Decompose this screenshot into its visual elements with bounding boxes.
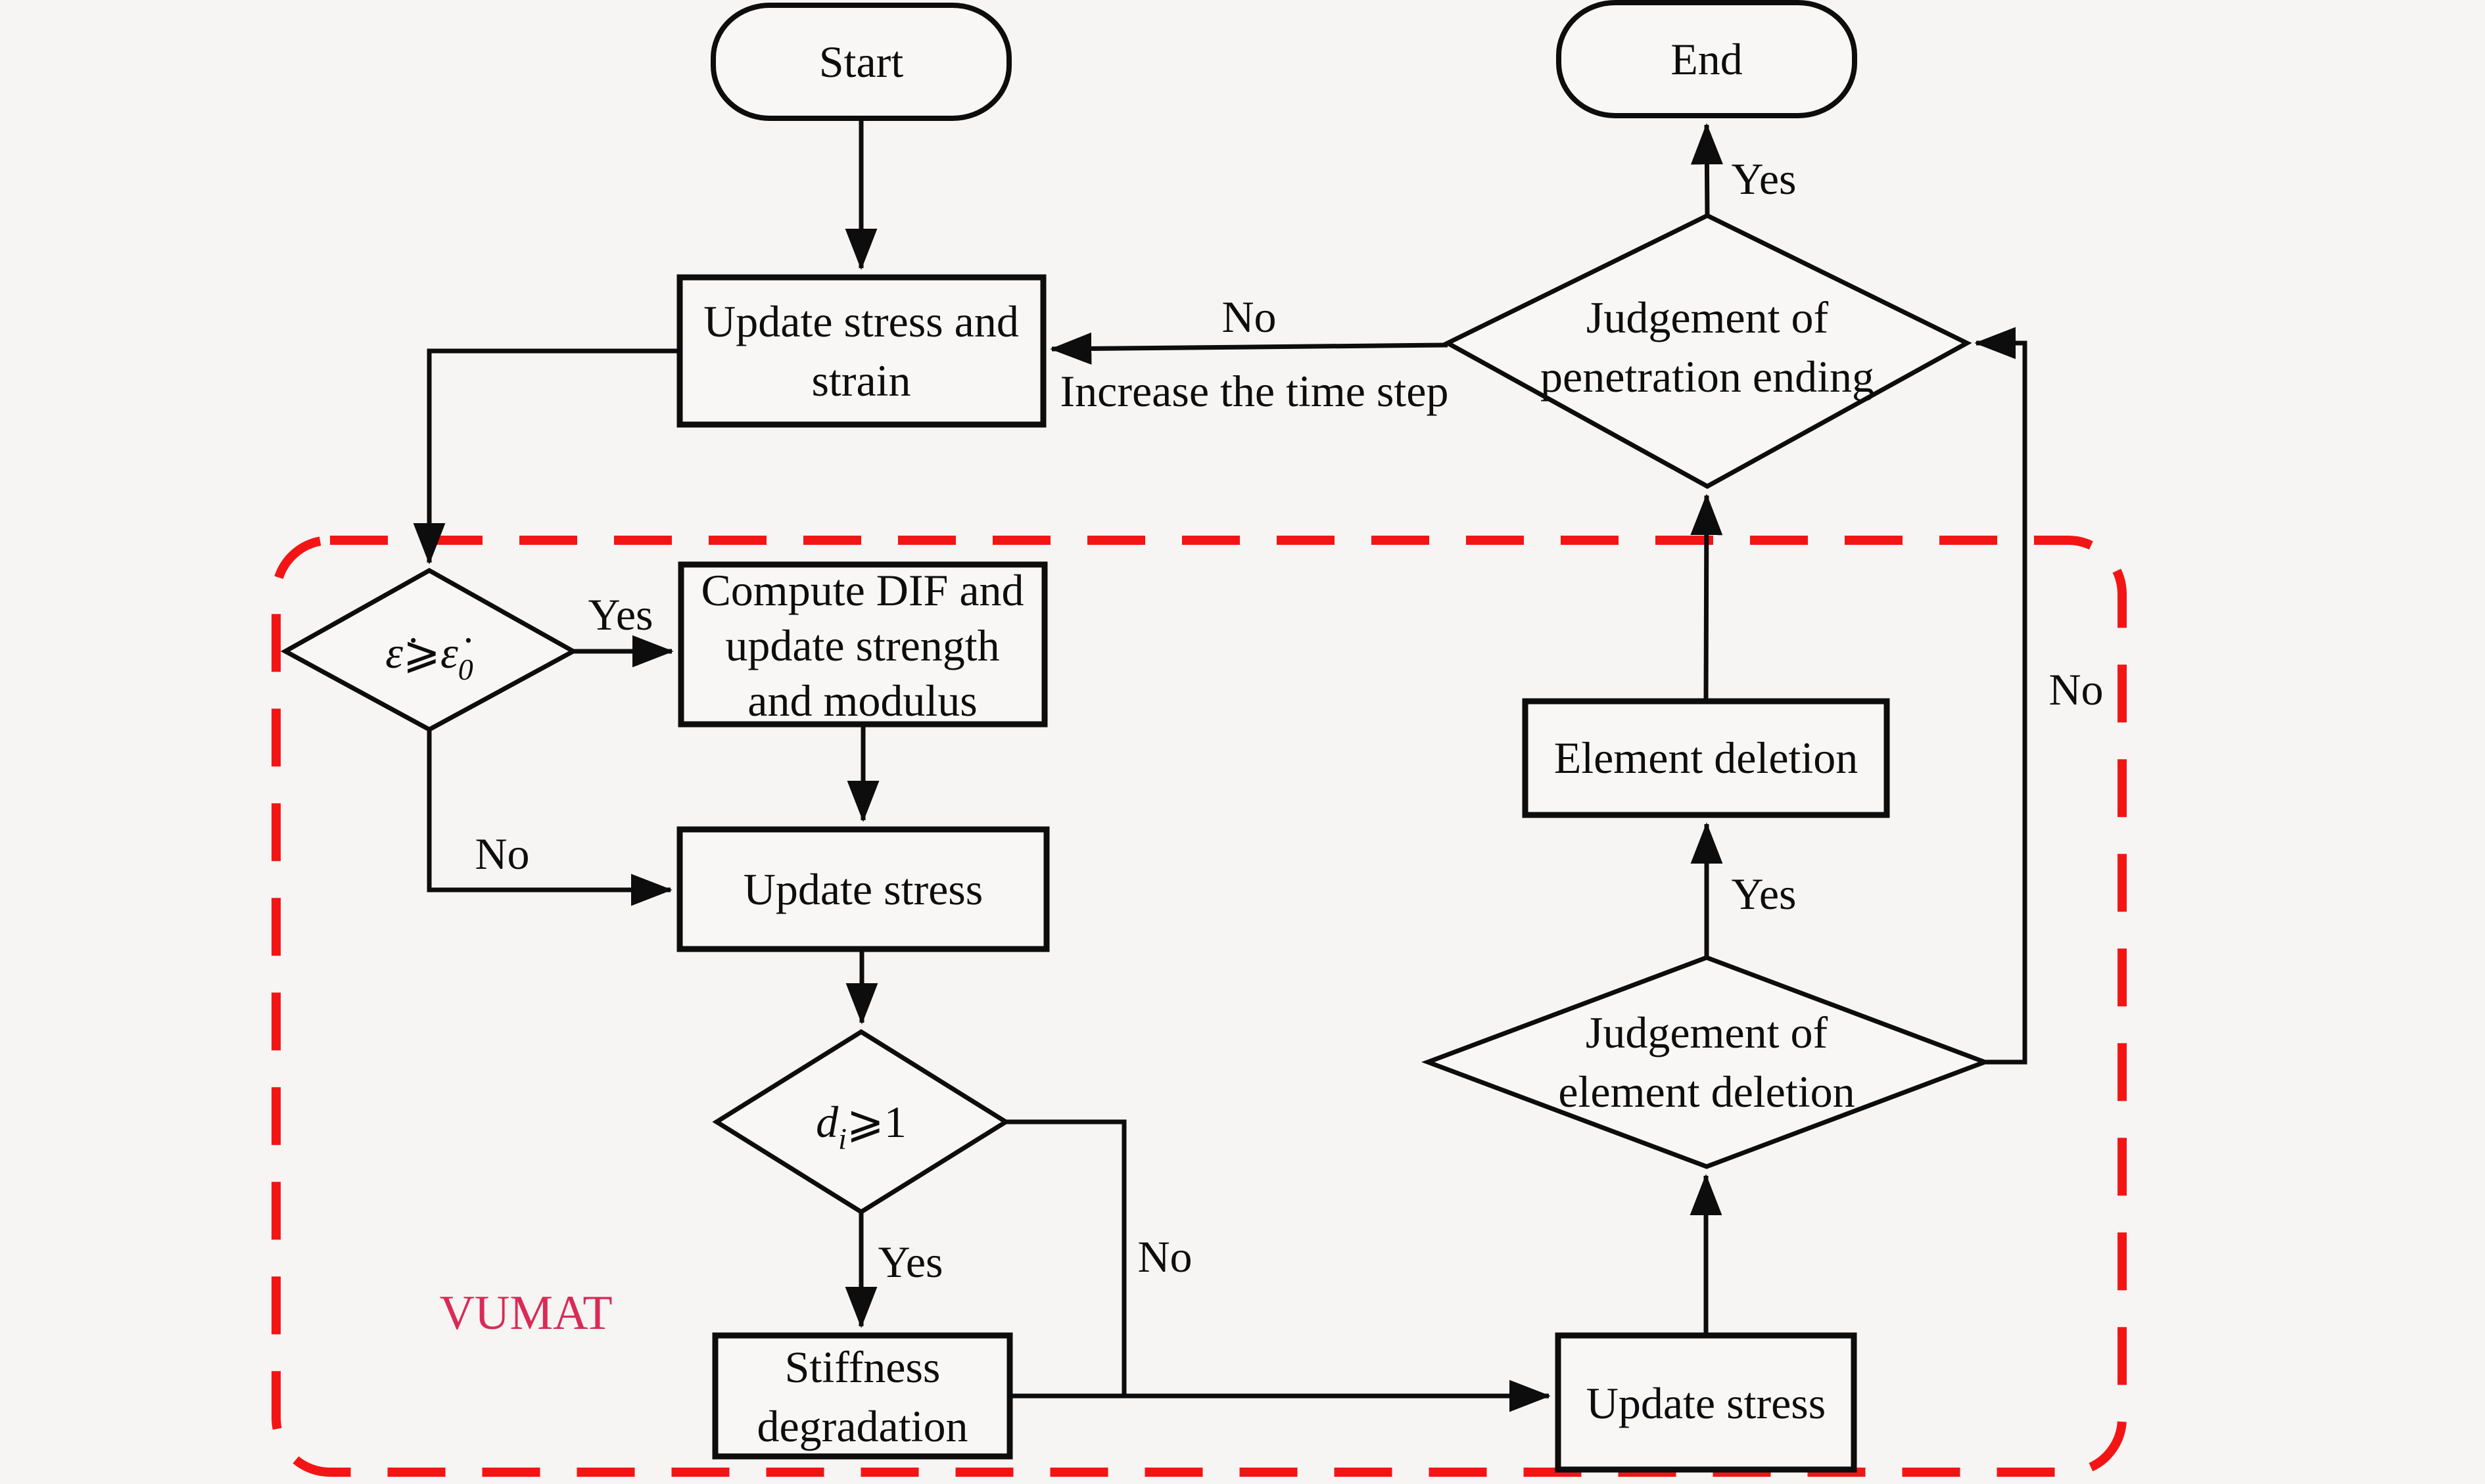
label-penetration-no: No [1221, 292, 1276, 342]
stiffness-degradation-line1: Stiffness [785, 1342, 941, 1392]
edge-strain-no [427, 730, 673, 906]
update-stress-right-shape [1555, 1332, 1857, 1473]
edge-penetration-no [1050, 332, 1448, 365]
label-damage-no: No [1137, 1232, 1192, 1282]
edge-damage-no [1006, 1119, 1127, 1396]
update-stress-right-label: Update stress [1586, 1378, 1826, 1428]
strain-rate-subscript: 0 [458, 653, 473, 686]
damage-variable: d [816, 1097, 839, 1147]
update-stress-left-shape [676, 826, 1050, 952]
compute-dif-shape [678, 561, 1048, 728]
element-deletion-shape [1522, 698, 1890, 818]
edge-deletion-no [1974, 327, 2027, 1065]
end-node-shape [1556, 0, 1857, 118]
start-node: Start [711, 3, 1012, 121]
compute-dif-line2: update strength [725, 620, 999, 670]
strain-rate-check-label: ε̇⩾ε̇0 [385, 628, 473, 686]
element-deletion-judgement-line2: element deletion [1558, 1067, 1855, 1117]
damage-check-shape [712, 1029, 1010, 1215]
label-increase-time-step: Increase the time step [1060, 366, 1449, 416]
update-stress-left-label: Update stress [744, 864, 983, 914]
stiffness-degradation-shape [712, 1332, 1013, 1460]
edge-element-deletion-to-penetration-check [1690, 494, 1723, 702]
vumat-region-outline [272, 536, 2127, 1477]
element-deletion-judgement-line1: Judgement of [1586, 1008, 1828, 1057]
edge-update-to-strain-check [413, 348, 680, 565]
end-node: End [1556, 0, 1857, 118]
label-deletion-yes: Yes [1732, 869, 1797, 919]
strain-rate-check-node: ε̇⩾ε̇0 [280, 567, 579, 732]
compute-dif-line3: and modulus [747, 676, 977, 726]
update-stress-strain-node: Update stress and strain [676, 274, 1047, 428]
strain-rate-expression: ε̇⩾ε̇ [385, 628, 471, 678]
damage-check-node: di⩾1 [712, 1029, 1010, 1215]
stiffness-degradation-node: Stiffness degradation [712, 1332, 1013, 1460]
penetration-judgement-line1: Judgement of [1586, 292, 1829, 342]
strain-rate-check-shape [280, 567, 579, 732]
start-node-label: Start [819, 37, 904, 87]
damage-subscript: i [838, 1122, 847, 1155]
label-deletion-no: No [2048, 664, 2103, 714]
update-stress-strain-line2: strain [811, 356, 911, 406]
vumat-region-label: VUMAT [439, 1286, 612, 1340]
end-node-label: End [1670, 34, 1743, 84]
update-stress-right-node: Update stress [1555, 1332, 1857, 1473]
update-stress-left-node: Update stress [676, 826, 1050, 952]
label-strain-no: No [475, 829, 529, 879]
update-stress-strain-shape [676, 274, 1047, 428]
label-strain-yes: Yes [588, 590, 653, 639]
update-stress-strain-line1: Update stress and [703, 296, 1019, 346]
compute-dif-node: Compute DIF and update strength and modu… [678, 561, 1048, 728]
label-penetration-yes: Yes [1732, 154, 1797, 204]
penetration-judgement-shape [1442, 213, 1972, 489]
element-deletion-label: Element deletion [1554, 733, 1858, 783]
damage-check-label: di⩾1 [816, 1097, 907, 1155]
compute-dif-line1: Compute DIF and [701, 565, 1024, 615]
element-deletion-judgement-node: Judgement of element deletion [1421, 955, 1991, 1169]
element-deletion-node: Element deletion [1522, 698, 1890, 818]
element-deletion-judgement-shape [1421, 955, 1991, 1169]
penetration-judgement-line2: penetration ending [1540, 352, 1874, 402]
penetration-judgement-node: Judgement of penetration ending [1442, 213, 1972, 489]
damage-comparison: ⩾1 [847, 1097, 907, 1147]
start-node-shape [711, 3, 1012, 121]
stiffness-degradation-line2: degradation [757, 1401, 968, 1451]
label-damage-yes: Yes [878, 1237, 943, 1287]
